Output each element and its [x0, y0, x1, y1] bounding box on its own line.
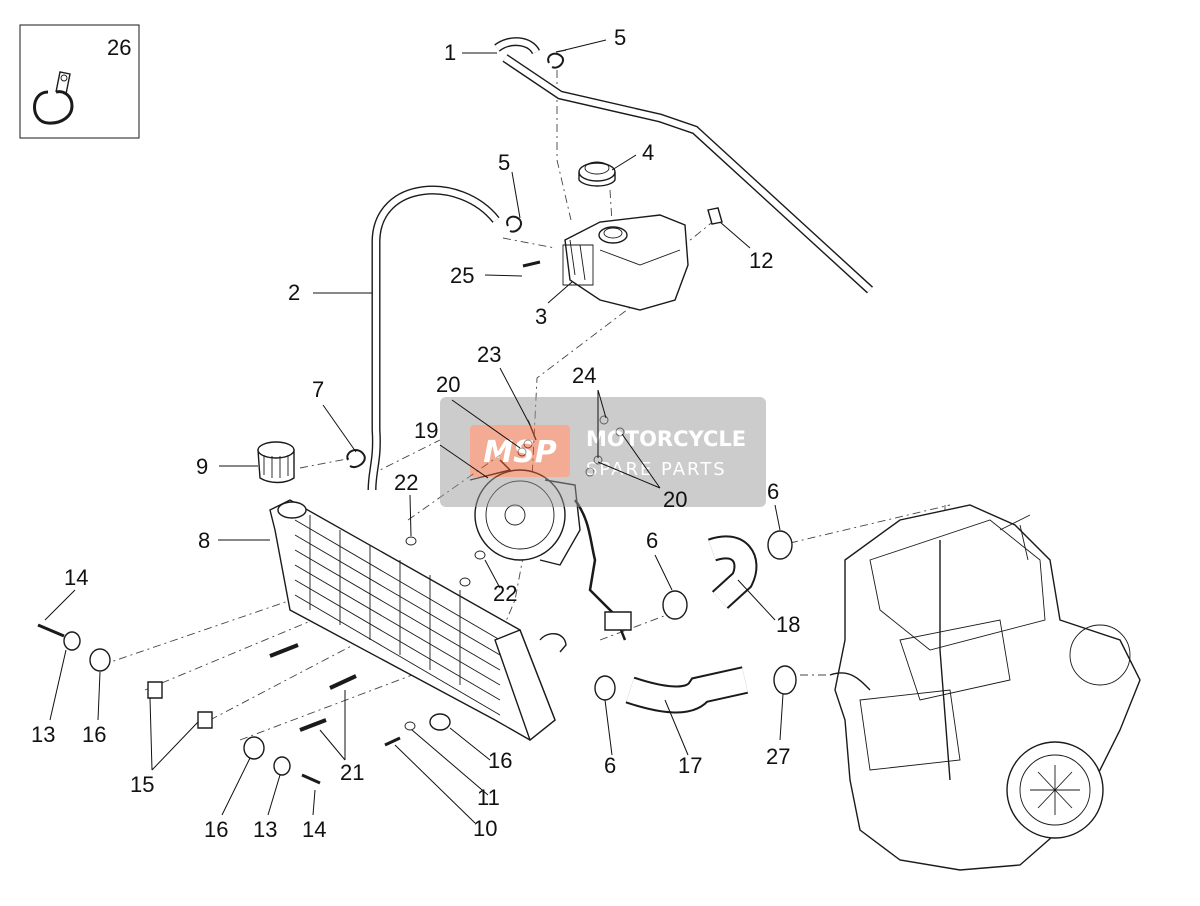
callout-14-left: 14	[64, 565, 88, 590]
callout-11: 11	[477, 785, 500, 810]
watermark-line-1: MOTORCYCLE	[586, 427, 746, 451]
hose-part-2	[372, 190, 496, 490]
hose-part-1	[497, 42, 870, 290]
callout-16-right: 16	[488, 748, 512, 773]
hose-clamps-part-6	[595, 531, 792, 700]
watermark-line-2: SPARE PARTS	[586, 459, 727, 480]
callout-24: 24	[572, 363, 596, 388]
hose-clamp-part-27	[774, 666, 796, 694]
callout-18: 18	[776, 612, 800, 637]
clamp-part-5-middle	[507, 217, 521, 232]
callout-1: 1	[444, 40, 456, 65]
callout-14-bottom: 14	[302, 817, 326, 842]
callout-12: 12	[749, 248, 773, 273]
watermark: MSP MOTORCYCLE SPARE PARTS	[440, 397, 766, 507]
callout-6-middle: 6	[646, 528, 658, 553]
callout-5-top: 5	[614, 25, 626, 50]
callout-20-left: 20	[436, 372, 460, 397]
cap-part-9	[258, 442, 294, 483]
callout-9: 9	[196, 454, 208, 479]
watermark-logo-text: MSP	[483, 435, 556, 470]
watermark-logo-badge	[470, 425, 570, 477]
callout-17: 17	[678, 753, 702, 778]
callout-10: 10	[473, 816, 497, 841]
callout-16-left: 16	[82, 722, 106, 747]
callout-13-left: 13	[31, 722, 55, 747]
callout-5-middle: 5	[498, 150, 510, 175]
callout-6-bottom: 6	[604, 753, 616, 778]
callout-16-bottom: 16	[204, 817, 228, 842]
callout-27: 27	[766, 744, 790, 769]
inset-box-part-26	[20, 25, 139, 138]
clamp-part-7	[347, 450, 365, 467]
callout-8: 8	[198, 528, 210, 553]
callout-22-bottom: 22	[493, 581, 517, 606]
callout-13-bottom: 13	[253, 817, 277, 842]
clip-part-12	[708, 208, 722, 224]
expansion-tank-part-3	[523, 215, 688, 310]
callout-4: 4	[642, 140, 654, 165]
engine-assembly	[830, 505, 1140, 870]
callout-7: 7	[312, 377, 324, 402]
callout-22-top: 22	[394, 470, 418, 495]
hose-part-17	[630, 680, 745, 699]
callout-3: 3	[535, 304, 547, 329]
callout-15: 15	[130, 772, 154, 797]
cap-part-4	[579, 162, 615, 186]
callout-labels: 26 1 5 5 4 2 25 3 12 23 24 7 20 19 9 22 …	[31, 25, 800, 842]
callout-23: 23	[477, 342, 501, 367]
callout-25: 25	[450, 263, 474, 288]
callout-2: 2	[288, 280, 300, 305]
callout-6-right: 6	[767, 479, 779, 504]
radiator-fasteners	[38, 625, 450, 783]
hose-part-18	[712, 547, 745, 600]
callout-19: 19	[414, 418, 438, 443]
callout-26: 26	[107, 35, 131, 60]
callout-21: 21	[340, 760, 364, 785]
radiator-part-8	[270, 500, 566, 740]
clamp-part-5-top	[548, 50, 566, 68]
leader-lines	[45, 40, 783, 823]
callout-20-right: 20	[663, 487, 687, 512]
